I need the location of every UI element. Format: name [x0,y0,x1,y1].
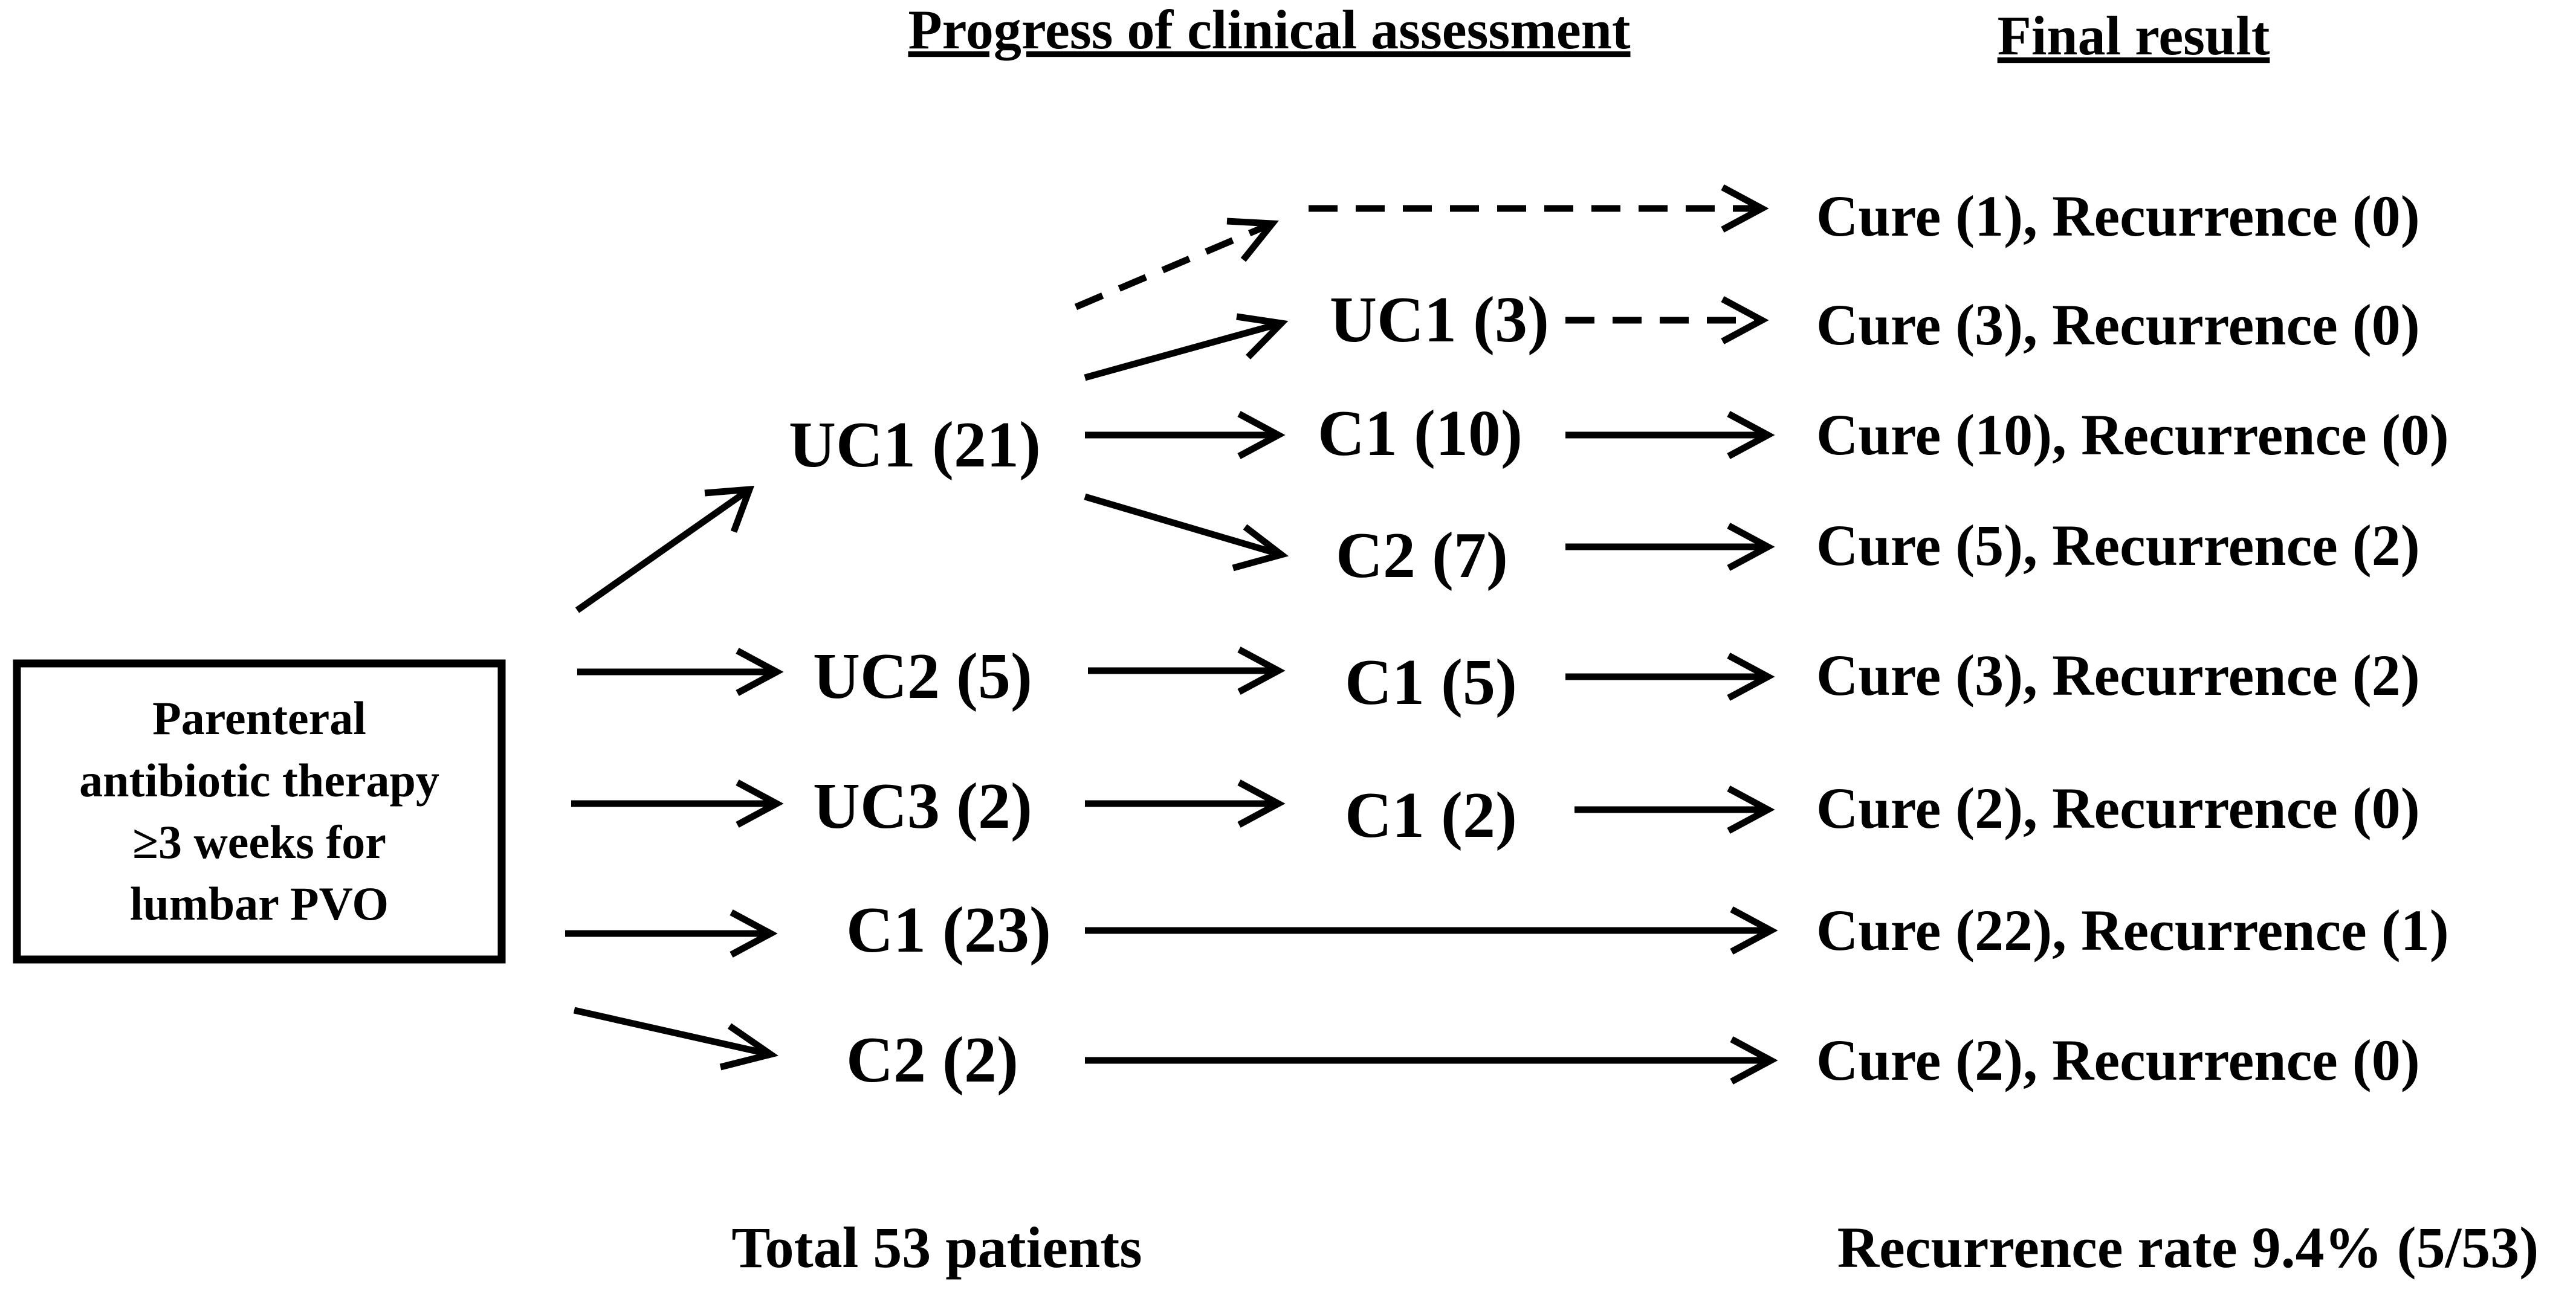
arrow-uc1-3-to-result-2 [1565,296,1769,344]
footer-recurrence-rate: Recurrence rate 9.4% (5/53) [1837,1215,2539,1280]
footer-total: Total 53 patients [731,1215,1142,1280]
result-4: Cure (5), Recurrence (2) [1816,513,2420,578]
result-6: Cure (2), Recurrence (0) [1816,776,2420,840]
node-c1-5: C1 (5) [1345,647,1517,718]
start-box [13,659,506,964]
arrow-start-to-c1 [565,909,778,958]
arrow-dashed-to-result-1 [1309,184,1769,233]
node-c2-7: C2 (7) [1336,520,1508,592]
start-box-line-3: ≥3 weeks for [132,816,386,868]
arrow-c2-7-to-result-4 [1565,523,1775,571]
result-8: Cure (2), Recurrence (0) [1816,1028,2420,1092]
header-final: Final result [1998,5,2270,66]
start-box-line-2: antibiotic therapy [79,754,439,807]
arrow-uc3-to-c1-2 [1085,779,1286,828]
arrow-start-to-uc2 [577,648,784,696]
arrow-uc1-dashed-up [1074,218,1279,311]
node-uc3-2: UC3 (2) [813,770,1032,842]
arrow-start-to-uc3 [571,779,784,828]
arrow-start-to-uc1 [575,485,755,613]
arrow-uc1-to-c2-7 [1084,493,1289,572]
arrow-c1-5-to-result-5 [1565,653,1775,701]
arrow-uc1-to-uc1-3 [1084,313,1289,381]
node-c2-2: C2 (2) [846,1024,1018,1096]
arrow-c1-23-to-result-7 [1085,906,1778,955]
node-uc2-5: UC2 (5) [813,640,1032,712]
result-7: Cure (22), Recurrence (1) [1816,898,2449,963]
arrow-uc1-to-c1-10 [1085,411,1286,459]
node-uc1-3: UC1 (3) [1330,284,1549,356]
start-box-line-1: Parenteral [152,692,366,744]
arrow-c1-2-to-result-6 [1574,785,1775,834]
node-uc1-21: UC1 (21) [789,409,1041,481]
header-progress: Progress of clinical assessment [908,0,1630,60]
result-3: Cure (10), Recurrence (0) [1816,402,2449,467]
result-1: Cure (1), Recurrence (0) [1816,184,2420,248]
arrow-c2-2-to-result-8 [1085,1036,1778,1085]
arrow-c1-10-to-result-3 [1565,411,1775,459]
node-c1-23: C1 (23) [846,894,1051,966]
arrow-uc2-to-c1-5 [1088,647,1286,695]
result-5: Cure (3), Recurrence (2) [1816,643,2420,708]
result-2: Cure (3), Recurrence (0) [1816,292,2420,357]
node-c1-2: C1 (2) [1345,779,1517,851]
node-c1-10: C1 (10) [1318,398,1523,469]
arrow-start-to-c2 [573,1007,779,1071]
start-box-line-4: lumbar PVO [130,877,389,930]
